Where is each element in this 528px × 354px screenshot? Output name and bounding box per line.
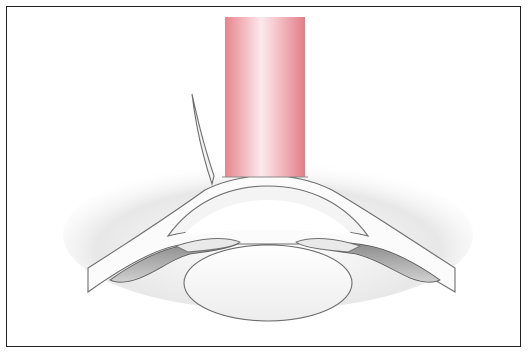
laser-beam xyxy=(225,17,305,177)
crystalline-lens xyxy=(184,245,352,321)
